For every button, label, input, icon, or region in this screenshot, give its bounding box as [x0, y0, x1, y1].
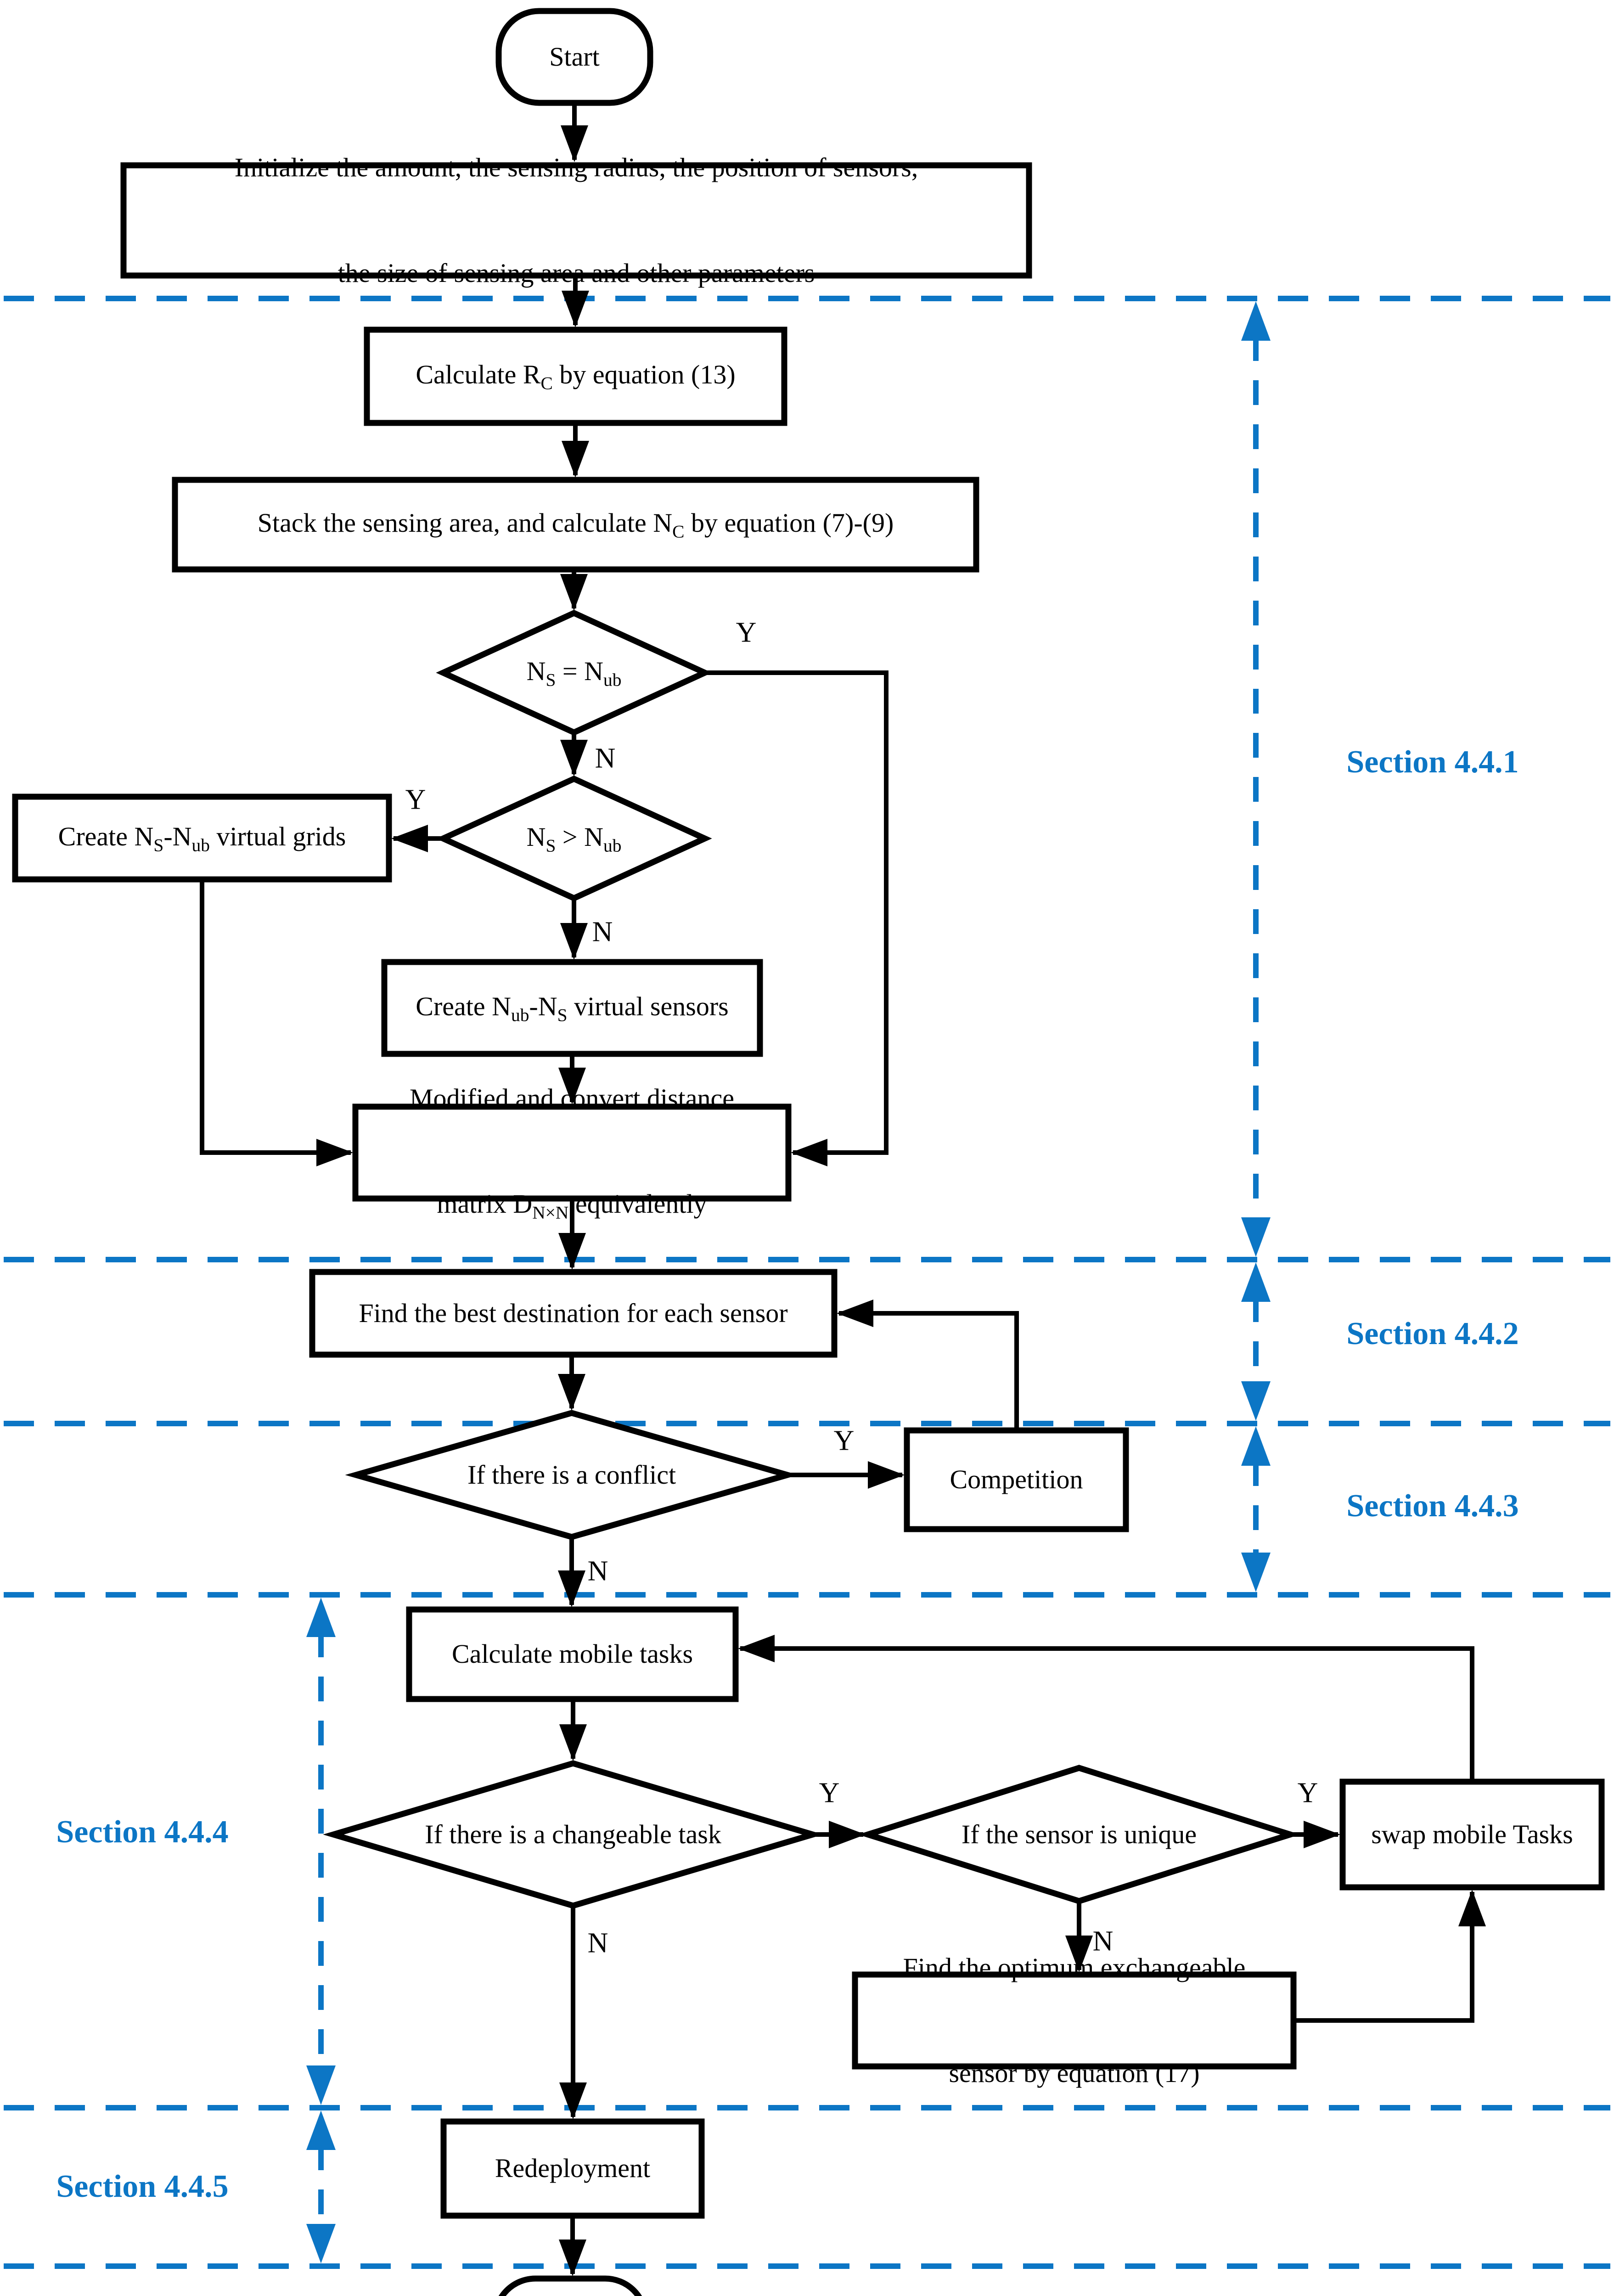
modified-process-shape: [352, 1103, 792, 1202]
sensors-label: Create Nub-NS virtual sensors: [416, 991, 729, 1025]
connector-swap-calc: [738, 1635, 1474, 1782]
swap-node: swap mobile Tasks: [1343, 1782, 1602, 1887]
redeploy-node: Redeployment: [444, 2122, 702, 2216]
no-label-unique: N: [1092, 1925, 1113, 1957]
redeploy-label: Redeployment: [495, 2153, 651, 2183]
competition-node: Competition: [907, 1430, 1126, 1529]
init-label-line1: Initialize the amount, the sensing radiu…: [234, 152, 918, 182]
yes-label-nsgt: Y: [405, 784, 426, 816]
findopt-label-line1: Find the optimum exchangeable: [903, 1952, 1246, 1982]
no-label-nsgt: N: [592, 916, 613, 948]
findbest-node: Find the best destination for each senso…: [312, 1272, 834, 1355]
unique-node: If the sensor is unique: [868, 1768, 1290, 1901]
init-process-shape: [120, 162, 1032, 279]
arrowhead-up-icon: [1241, 1262, 1271, 1302]
arrowhead-down-icon: [1241, 1381, 1271, 1421]
section-label-441: Section 4.4.1: [1346, 744, 1519, 780]
connector-grids-modified: [200, 879, 353, 1166]
arrowhead-up-icon: [1241, 1426, 1271, 1466]
unique-decision-shape: [858, 1765, 1300, 1904]
modified-label-line2: matrix DN×N equivalently: [437, 1188, 707, 1223]
unique-label: If the sensor is unique: [961, 1819, 1197, 1849]
start-label: Start: [549, 41, 600, 72]
nsgt-decision-shape: [436, 775, 712, 902]
yes-label-changeable: Y: [819, 1777, 840, 1809]
calc-label: Calculate mobile tasks: [451, 1639, 693, 1669]
nseq-decision-shape: [436, 609, 712, 736]
nsgt-node: NS > Nub: [443, 779, 705, 898]
no-label-conflict: N: [587, 1555, 608, 1587]
nseq-node: NS = Nub: [443, 613, 705, 732]
rc-process-shape: [364, 326, 787, 426]
connector-findopt-swap: [1293, 1890, 1486, 2023]
nsgt-label: NS > Nub: [526, 822, 622, 856]
conflict-decision-shape: [345, 1410, 799, 1540]
end-node: End: [495, 2279, 646, 2296]
start-terminator-shape: [495, 8, 653, 106]
modified-node: Modified and convert distance matrix DN×…: [355, 1083, 788, 1222]
arrowhead-up-icon: [306, 1598, 336, 1637]
sensors-node: Create Nub-NS virtual sensors: [384, 962, 760, 1054]
conflict-label: If there is a conflict: [467, 1459, 676, 1490]
section-label-442: Section 4.4.2: [1346, 1316, 1519, 1351]
grids-label: Create NS-Nub virtual grids: [58, 821, 346, 855]
findopt-process-shape: [852, 1971, 1297, 2070]
section-label-443: Section 4.4.3: [1346, 1488, 1519, 1524]
nseq-label: NS = Nub: [526, 656, 622, 690]
competition-label: Competition: [950, 1464, 1083, 1495]
connector-competition-findbest: [837, 1300, 1019, 1430]
arrowhead-down-icon: [1241, 1217, 1271, 1257]
no-label-nseq: N: [595, 743, 616, 774]
init-label-line2: the size of sensing area and other param…: [337, 258, 815, 288]
redeploy-process-shape: [440, 2118, 705, 2219]
changeable-decision-shape: [323, 1760, 823, 1909]
grids-node: Create NS-Nub virtual grids: [15, 797, 389, 879]
competition-process-shape: [904, 1427, 1129, 1532]
findopt-label-line2: sensor by equation (17): [949, 2058, 1200, 2088]
swap-label: swap mobile Tasks: [1371, 1819, 1573, 1849]
arrowhead-up-icon: [306, 2110, 336, 2150]
arrowhead-up-icon: [1241, 301, 1271, 341]
section-label-445: Section 4.4.5: [56, 2169, 229, 2204]
arrowhead-down-icon: [306, 2065, 336, 2105]
section-span-arrows: [306, 301, 1271, 2263]
stack-node: Stack the sensing area, and calculate NC…: [175, 480, 976, 569]
rc-node: Calculate RC by equation (13): [367, 330, 784, 423]
swap-process-shape: [1339, 1778, 1605, 1891]
changeable-label: If there is a changeable task: [425, 1819, 721, 1849]
arrowhead-down-icon: [1241, 1553, 1271, 1592]
grids-process-shape: [12, 793, 392, 883]
sensors-process-shape: [381, 959, 763, 1057]
start-node: Start: [499, 11, 650, 103]
yes-label-unique: Y: [1297, 1777, 1318, 1809]
rc-label: Calculate RC by equation (13): [416, 360, 736, 394]
changeable-node: If there is a changeable task: [333, 1763, 813, 1906]
findopt-node: Find the optimum exchangeable sensor by …: [855, 1953, 1293, 2088]
connector-nseq-modified-yes: [705, 670, 889, 1166]
findbest-process-shape: [309, 1269, 838, 1358]
calc-process-shape: [406, 1606, 739, 1702]
section-label-444: Section 4.4.4: [56, 1814, 229, 1850]
end-terminator-shape: [498, 2275, 642, 2296]
init-node: Initialize the amount, the sensing radiu…: [124, 152, 1029, 288]
stack-process-shape: [172, 477, 979, 573]
calc-node: Calculate mobile tasks: [409, 1609, 736, 1699]
conflict-node: If there is a conflict: [356, 1413, 787, 1537]
stack-label: Stack the sensing area, and calculate NC…: [257, 508, 894, 542]
yes-label-nseq: Y: [736, 617, 757, 648]
yes-label-conflict: Y: [833, 1425, 855, 1457]
findbest-label: Find the best destination for each senso…: [359, 1298, 788, 1328]
no-label-changeable: N: [587, 1927, 608, 1959]
modified-label-line1: Modified and convert distance: [409, 1083, 735, 1113]
arrowhead-down-icon: [306, 2224, 336, 2263]
